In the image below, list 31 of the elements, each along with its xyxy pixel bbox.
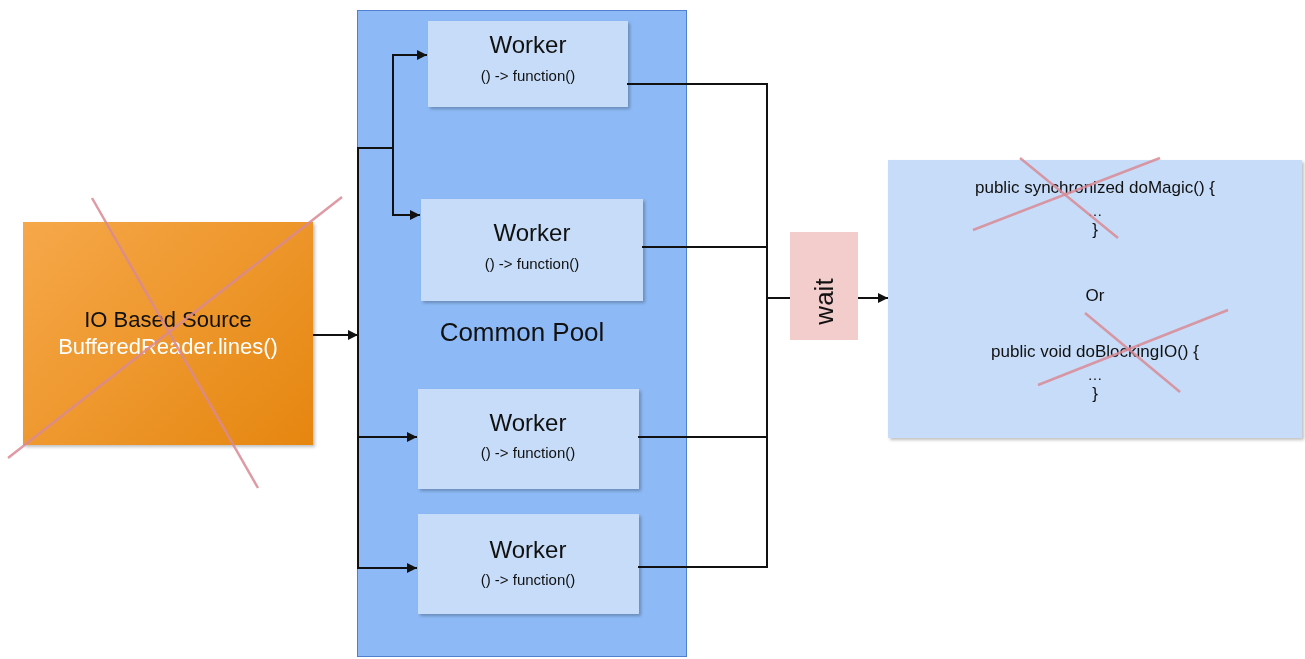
connector-arrow <box>857 293 889 303</box>
worker-title: Worker <box>489 409 567 437</box>
code-box <box>888 160 1302 438</box>
source-method: BufferedReader.lines() <box>58 334 278 360</box>
or-label: Or <box>1085 286 1105 306</box>
source-box <box>23 222 313 445</box>
worker-title: Worker <box>489 536 567 564</box>
code-line: public void doBlockingIO() { <box>991 342 1199 362</box>
worker-function: () -> function() <box>484 255 580 272</box>
worker-box <box>418 514 639 614</box>
wait-label: wait <box>808 278 840 325</box>
worker-function: () -> function() <box>480 571 576 588</box>
connector-arrow <box>312 330 359 340</box>
worker-function: () -> function() <box>480 444 576 461</box>
connector-arrow <box>357 147 421 336</box>
pool-container <box>357 10 687 657</box>
code-line: public synchronized doMagic() { <box>975 178 1215 198</box>
pool-title: Common Pool <box>439 317 605 348</box>
worker-box <box>428 21 628 107</box>
worker-function: () -> function() <box>480 67 576 84</box>
worker-box <box>421 199 643 301</box>
ellipsis: … <box>1087 202 1103 219</box>
connector-arrow <box>357 334 418 573</box>
source-title: IO Based Source <box>84 307 252 333</box>
code-line: } <box>1092 220 1098 240</box>
worker-box <box>418 389 639 489</box>
code-line: } <box>1092 384 1098 404</box>
ellipsis: … <box>1087 366 1103 383</box>
worker-title: Worker <box>489 31 567 59</box>
wait-box <box>790 232 858 340</box>
worker-title: Worker <box>493 219 571 247</box>
